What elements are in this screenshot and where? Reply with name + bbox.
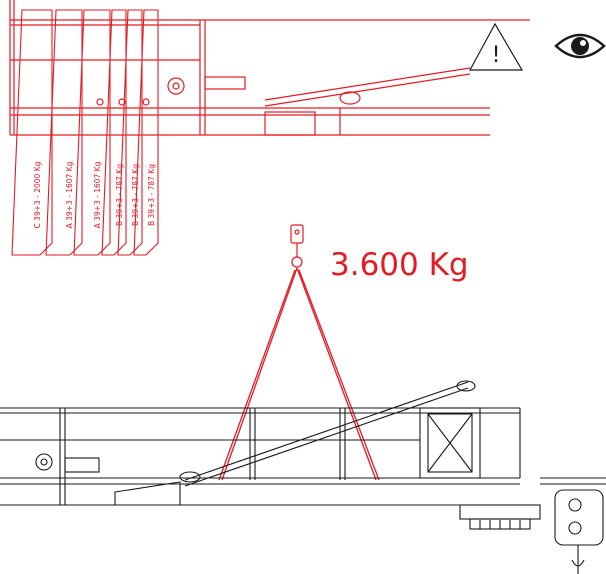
load-weight-label: 3.600 Kg: [330, 247, 469, 283]
eye-icon: [554, 33, 606, 59]
ballast-block-label: A 39+3 - 1607 Kg: [65, 161, 74, 228]
lifting-slings: [218, 267, 380, 481]
ballast-block-b2: [117, 9, 143, 256]
ballast-blocks: C 39+3 - 2000 Kg A 39+3 - 1607 Kg A 39+3 -…: [11, 9, 159, 256]
ballast-block-label: C 39+3 - 2000 Kg: [33, 161, 42, 228]
lifting-hook: [290, 224, 304, 268]
ballast-block-label: A 39+3 - 1607 Kg: [93, 161, 102, 228]
ballast-block-b3: [133, 9, 159, 256]
warning-triangle-icon: !: [468, 22, 524, 71]
ballast-block-label: B 39+3 - 787 Kg: [115, 164, 124, 226]
ballast-block-c: [11, 9, 53, 256]
counter-jib-ballast-detail: [9, 0, 530, 136]
ballast-block-a1: [45, 9, 83, 256]
ballast-block-label: B 39+3 - 787 Kg: [147, 164, 156, 226]
counter-jib-assembly: [0, 380, 606, 574]
svg-text:!: !: [492, 43, 501, 68]
ballast-block-b1: [101, 9, 127, 256]
ballast-block-a2: [73, 9, 111, 256]
ballast-block-label: B 39+3 - 787 Kg: [131, 164, 140, 226]
